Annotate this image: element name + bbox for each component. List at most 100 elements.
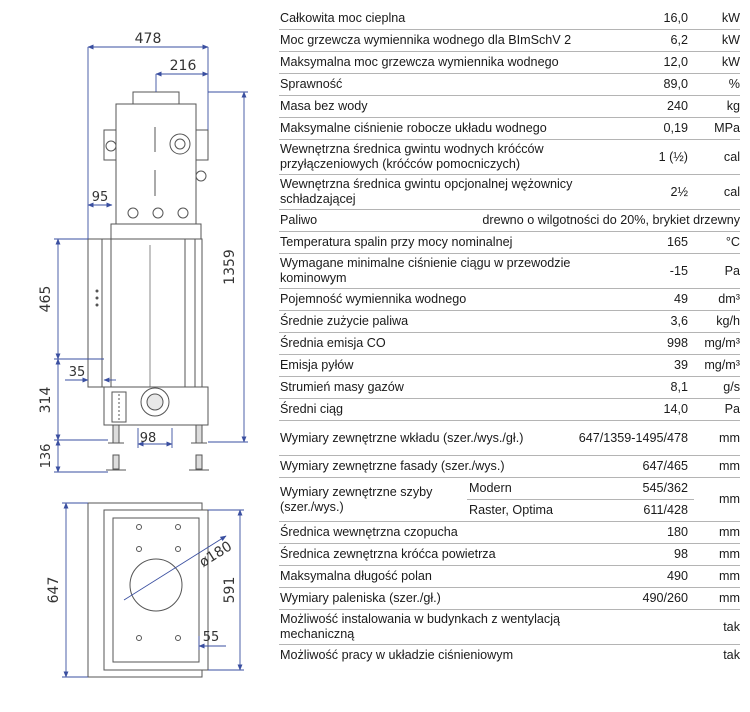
front-view bbox=[87, 91, 209, 471]
spec-row: Średnica wewnętrzna czopucha 180 mm bbox=[279, 521, 740, 544]
spec-label: Temperatura spalin przy mocy nominalnej bbox=[279, 231, 575, 254]
spec-value: 240 bbox=[574, 95, 694, 118]
dim-height-mid: 465 bbox=[38, 286, 54, 313]
spec-label: Średnia emisja CO bbox=[279, 332, 575, 355]
spec-unit: g/s bbox=[694, 376, 740, 399]
spec-value bbox=[575, 645, 694, 667]
spec-label: Moc grzewcza wymiennika wodnego dla BImS… bbox=[279, 29, 575, 52]
spec-label: Całkowita moc cieplna bbox=[279, 8, 575, 30]
spec-row: Wewnętrzna średnica gwintu opcjonalnej w… bbox=[279, 174, 740, 210]
spec-label: Możliwość pracy w układzie ciśnieniowym bbox=[280, 648, 514, 662]
top-view bbox=[87, 502, 209, 678]
spec-value: 180 bbox=[574, 521, 694, 544]
spec-value: 98 bbox=[574, 543, 694, 566]
dim-height-feet: 136 bbox=[39, 444, 54, 469]
spec-value: 0,19 bbox=[574, 117, 694, 140]
spec-value: 611/428 bbox=[574, 499, 694, 522]
spec-value: 16,0 bbox=[574, 8, 694, 30]
spec-unit: °C bbox=[694, 231, 740, 254]
spec-label: Pojemność wymiennika wodnego bbox=[279, 288, 575, 311]
dim-foot-offset: 35 bbox=[69, 365, 86, 380]
spec-unit: kg/h bbox=[694, 310, 740, 333]
spec-label: Wewnętrzna średnica gwintu wodnych króćc… bbox=[279, 139, 575, 175]
spec-label: Masa bez wody bbox=[279, 95, 575, 118]
spec-unit: mg/m³ bbox=[694, 354, 740, 377]
spec-value: drewno o wilgotności do 20%, brykiet drz… bbox=[467, 209, 740, 232]
spec-value: 490/260 bbox=[574, 587, 694, 610]
spec-value: 8,1 bbox=[574, 376, 694, 399]
spec-label: Strumień masy gazów bbox=[279, 376, 575, 399]
spec-row: Możliwość pracy w układzie ciśnieniowym … bbox=[279, 645, 740, 667]
spec-unit: tak bbox=[694, 609, 740, 645]
spec-row: Sprawność 89,0 % bbox=[279, 73, 740, 96]
spec-unit: kW bbox=[694, 29, 740, 52]
spec-row: Temperatura spalin przy mocy nominalnej … bbox=[279, 231, 740, 254]
spec-table: Całkowita moc cieplna 16,0 kW Moc grzewc… bbox=[279, 8, 740, 666]
spec-value: 1 (½) bbox=[574, 139, 694, 175]
spec-unit: kW bbox=[694, 51, 740, 74]
spec-row: Możliwość instalowania w budynkach z wen… bbox=[279, 609, 740, 645]
dim-width-total: 478 bbox=[135, 31, 162, 47]
spec-row: Całkowita moc cieplna 16,0 kW bbox=[279, 8, 740, 30]
spec-value: 89,0 bbox=[574, 73, 694, 96]
spec-row: Maksymalne ciśnienie robocze układu wodn… bbox=[279, 117, 740, 140]
spec-unit: mm bbox=[694, 587, 740, 610]
spec-value: 49 bbox=[574, 288, 694, 311]
spec-unit: dm³ bbox=[694, 288, 740, 311]
dim-height-lower: 314 bbox=[38, 387, 54, 414]
spec-row: Strumień masy gazów 8,1 g/s bbox=[279, 376, 740, 399]
spec-value: 6,2 bbox=[574, 29, 694, 52]
spec-value bbox=[574, 609, 694, 645]
dim-outlet-width: 98 bbox=[140, 431, 157, 446]
spec-value: 998 bbox=[574, 332, 694, 355]
spec-row: Paliwo drewno o wilgotności do 20%, bryk… bbox=[279, 209, 740, 232]
spec-unit: mm bbox=[694, 543, 740, 566]
spec-row: Maksymalna długość polan 490 mm bbox=[279, 565, 740, 588]
dim-side-left: 95 bbox=[92, 190, 109, 205]
spec-unit: mm bbox=[694, 455, 740, 478]
top-dimensions bbox=[62, 502, 244, 678]
spec-label: Sprawność bbox=[279, 73, 575, 96]
spec-unit: cal bbox=[694, 139, 740, 175]
spec-unit: cal bbox=[694, 174, 740, 210]
spec-label: Średni ciąg bbox=[279, 398, 575, 421]
spec-row: Maksymalna moc grzewcza wymiennika wodne… bbox=[279, 51, 740, 74]
spec-unit: Pa bbox=[694, 253, 740, 289]
spec-label: Wymagane minimalne ciśnienie ciągu w prz… bbox=[279, 253, 575, 289]
spec-value: 165 bbox=[574, 231, 694, 254]
spec-unit: mm bbox=[694, 420, 740, 456]
spec-row: Wymiary paleniska (szer./gł.) 490/260 mm bbox=[279, 587, 740, 610]
spec-row: Wymiary zewnętrzne fasady (szer./wys.) 6… bbox=[279, 455, 740, 478]
spec-label: Średnie zużycie paliwa bbox=[279, 310, 575, 333]
dim-top-offset: 216 bbox=[170, 58, 197, 74]
spec-unit: mm bbox=[694, 565, 740, 588]
spec-value: -15 bbox=[574, 253, 694, 289]
spec-unit: mm bbox=[694, 477, 740, 522]
spec-label: Wymiary zewnętrzne wkładu (szer./wys./gł… bbox=[279, 420, 575, 456]
spec-value: 647/1359-1495/478 bbox=[574, 420, 694, 456]
front-dimensions bbox=[54, 44, 248, 473]
spec-row: Wewnętrzna średnica gwintu wodnych króćc… bbox=[279, 139, 740, 175]
spec-unit: mg/m³ bbox=[694, 332, 740, 355]
spec-value: 3,6 bbox=[574, 310, 694, 333]
spec-unit: kg bbox=[694, 95, 740, 118]
spec-row: Emisja pyłów 39 mg/m³ bbox=[279, 354, 740, 377]
spec-row: Średnia emisja CO 998 mg/m³ bbox=[279, 332, 740, 355]
spec-value: 14,0 bbox=[574, 398, 694, 421]
spec-label: Średnica zewnętrzna króćca powietrza bbox=[279, 543, 575, 566]
spec-label: Maksymalna moc grzewcza wymiennika wodne… bbox=[279, 51, 575, 74]
spec-row: Średnie zużycie paliwa 3,6 kg/h bbox=[279, 310, 740, 333]
spec-value: 39 bbox=[574, 354, 694, 377]
spec-row: Wymagane minimalne ciśnienie ciągu w prz… bbox=[279, 253, 740, 289]
spec-unit: tak bbox=[723, 648, 740, 662]
spec-unit: % bbox=[694, 73, 740, 96]
spec-row: Moc grzewcza wymiennika wodnego dla BImS… bbox=[279, 29, 740, 52]
spec-row: Wymiary zewnętrzne wkładu (szer./wys./gł… bbox=[279, 420, 740, 456]
spec-value: 12,0 bbox=[574, 51, 694, 74]
spec-sublabel: Modern bbox=[467, 477, 575, 500]
spec-unit: kW bbox=[694, 8, 740, 30]
spec-label: Paliwo bbox=[279, 209, 467, 232]
spec-label: Emisja pyłów bbox=[279, 354, 575, 377]
spec-row: Wymiary zewnętrzne szyby (szer./wys.) Mo… bbox=[279, 477, 740, 522]
spec-row: Pojemność wymiennika wodnego 49 dm³ bbox=[279, 288, 740, 311]
